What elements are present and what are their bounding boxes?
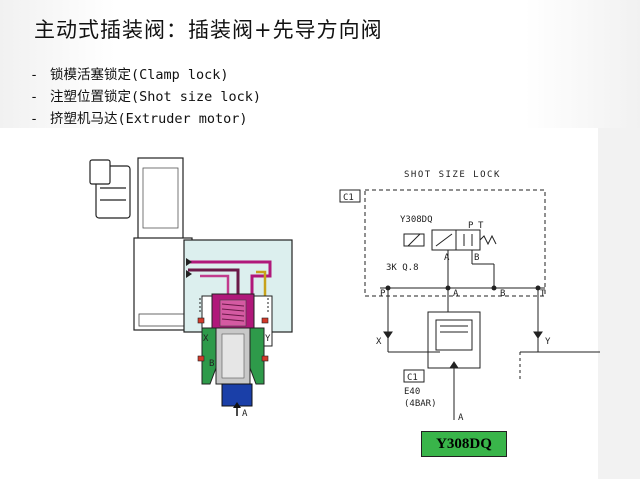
port-x-label: X (376, 337, 382, 347)
bullet-text: 注塑位置锁定(Shot size lock) (50, 89, 262, 105)
cartridge-poppet-inner (221, 333, 245, 379)
slide-title: 主动式插装阀：插装阀+先导方向阀 (34, 18, 383, 42)
valve-position-right (455, 229, 481, 251)
pilot-port-a-label: A (444, 253, 450, 263)
solenoid-connector (89, 159, 131, 219)
port-a-arrow-icon (233, 402, 241, 408)
spring-symbol (479, 234, 497, 246)
orifice-label: 3K Q.8 (386, 263, 419, 273)
solenoid-diagonal (407, 233, 421, 247)
schematic-title: SHOT SIZE LOCK (404, 170, 501, 180)
flow-arrows (186, 258, 192, 278)
valve-body-left (201, 327, 217, 385)
pilot-port-p-label: P (468, 221, 474, 231)
pilot-valve-label: Y308DQ (400, 215, 433, 225)
model-badge-label: Y308DQ (436, 435, 492, 452)
bullet-item: -挤塑机马达(Extruder motor) (30, 108, 261, 130)
pilot-channel (188, 268, 240, 296)
solenoid-coil (137, 157, 184, 244)
pilot-valve-outline (364, 189, 546, 297)
c1-bottom-tag (403, 369, 425, 383)
bus-port-a-label: A (453, 289, 459, 299)
bullet-dash: - (30, 89, 39, 105)
cartridge-poppet-symbol (435, 319, 473, 351)
bullet-list: -锁模活塞锁定(Clamp lock) -注塑位置锁定(Shot size lo… (30, 64, 261, 130)
bullet-item: -注塑位置锁定(Shot size lock) (30, 86, 261, 108)
seal-rings (197, 317, 269, 362)
cutaway-port-y-label: Y (265, 334, 271, 344)
pilot-valve-base (138, 313, 188, 327)
cutaway-port-x-label: X (203, 334, 209, 344)
solenoid-coil-inner (142, 167, 179, 229)
pilot-channel (200, 274, 230, 296)
port-y-marker (533, 331, 543, 339)
c1-bottom-label: C1 (407, 373, 418, 383)
bus-port-p-label: P (380, 289, 386, 299)
cutaway-port-b-label: B (209, 359, 214, 369)
port-x-marker (383, 331, 393, 339)
bus-port-b-label: B (500, 289, 505, 299)
bullet-text: 挤塑机马达(Extruder motor) (50, 111, 248, 127)
bullet-item: -锁模活塞锁定(Clamp lock) (30, 64, 261, 86)
port-y-label: Y (545, 337, 551, 347)
pilot-port-t-label: T (478, 221, 484, 231)
pilot-port-b-label: B (474, 253, 479, 263)
cartridge-spring (221, 303, 245, 322)
bullet-dash: - (30, 111, 39, 127)
cartridge-arrow-icon (449, 361, 459, 369)
drain-channel (256, 270, 267, 300)
bottom-port-a-label: A (458, 413, 464, 423)
cartridge-size-label: E40 (404, 387, 420, 397)
flow-path-diagonal (435, 233, 453, 247)
pilot-channel (188, 260, 272, 300)
cutaway-port-a-label: A (242, 409, 248, 419)
bullet-dash: - (30, 67, 39, 83)
right-margin-strip (598, 128, 640, 479)
valve-cutaway: X Y B A (89, 157, 293, 419)
c1-top-tag (339, 189, 361, 203)
bullet-text: 锁模活塞锁定(Clamp lock) (50, 67, 229, 83)
cartridge-spring-label: (4BAR) (404, 399, 437, 409)
bus-port-t-label: T (540, 289, 546, 299)
c1-top-label: C1 (343, 193, 354, 203)
solenoid-symbol (403, 233, 425, 247)
hydraulic-schematic: SHOT SIZE LOCK C1 Y308DQ P T A B 3K Q.8 (339, 170, 600, 423)
model-badge: Y308DQ (421, 431, 507, 457)
